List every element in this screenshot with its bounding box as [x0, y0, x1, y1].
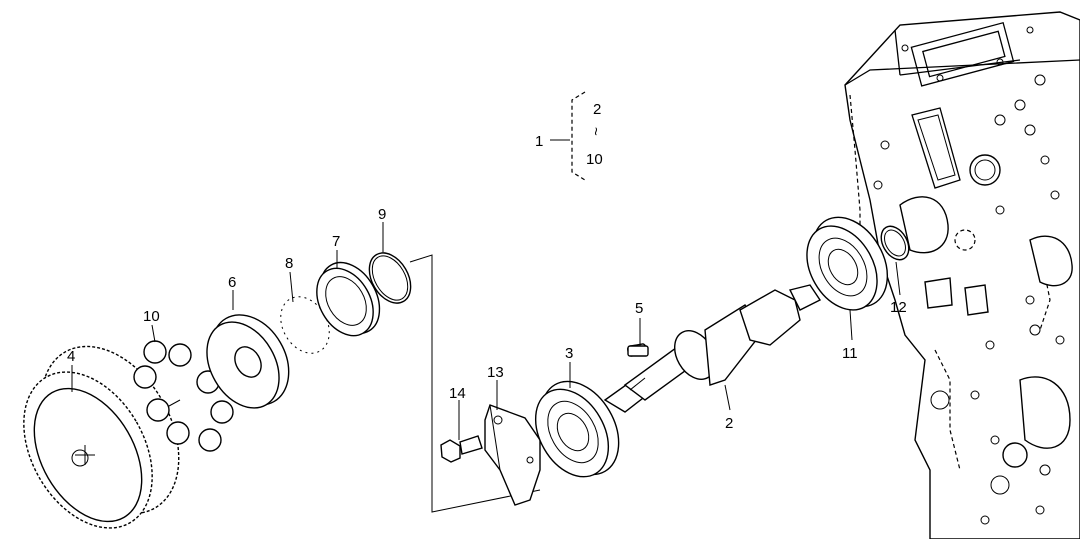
- callout-10: 10: [143, 308, 160, 325]
- cap-part-13: [484, 404, 541, 506]
- callout-1-range-end: 10: [586, 151, 603, 168]
- bolt-part-14: [440, 435, 483, 463]
- callout-8: 8: [285, 255, 293, 272]
- callout-6: 6: [228, 274, 236, 291]
- callout-1: 1: [535, 133, 543, 150]
- snap-ring-part-9: [368, 252, 412, 304]
- plate-part-6: [206, 314, 290, 409]
- callout-3: 3: [565, 345, 573, 362]
- crankshaft-part-2: [603, 284, 822, 413]
- callout-13: 13: [487, 364, 504, 381]
- assembly-guide-line: [409, 254, 541, 513]
- callout-14: 14: [449, 385, 466, 402]
- callout-9: 9: [378, 206, 386, 223]
- snap-ring-part-12: [880, 225, 910, 261]
- callout-4: 4: [67, 348, 75, 365]
- callout-2-shaft: 2: [725, 415, 733, 432]
- bearing-part-3: [534, 380, 620, 478]
- callout-11: 11: [842, 345, 858, 362]
- callout-5: 5: [635, 300, 643, 317]
- callout-1-range-start: 2: [593, 101, 601, 118]
- gear-part-4: [23, 345, 180, 529]
- key-part-5: [627, 345, 649, 357]
- leader-lines: [71, 222, 901, 440]
- bearing-part-7: [316, 261, 381, 337]
- callout-1-range-tilde: ~: [587, 127, 604, 136]
- bearing-part-11: [806, 216, 889, 311]
- callout-7: 7: [332, 233, 340, 250]
- callout-1-group: [550, 91, 586, 181]
- callout-12: 12: [890, 299, 907, 316]
